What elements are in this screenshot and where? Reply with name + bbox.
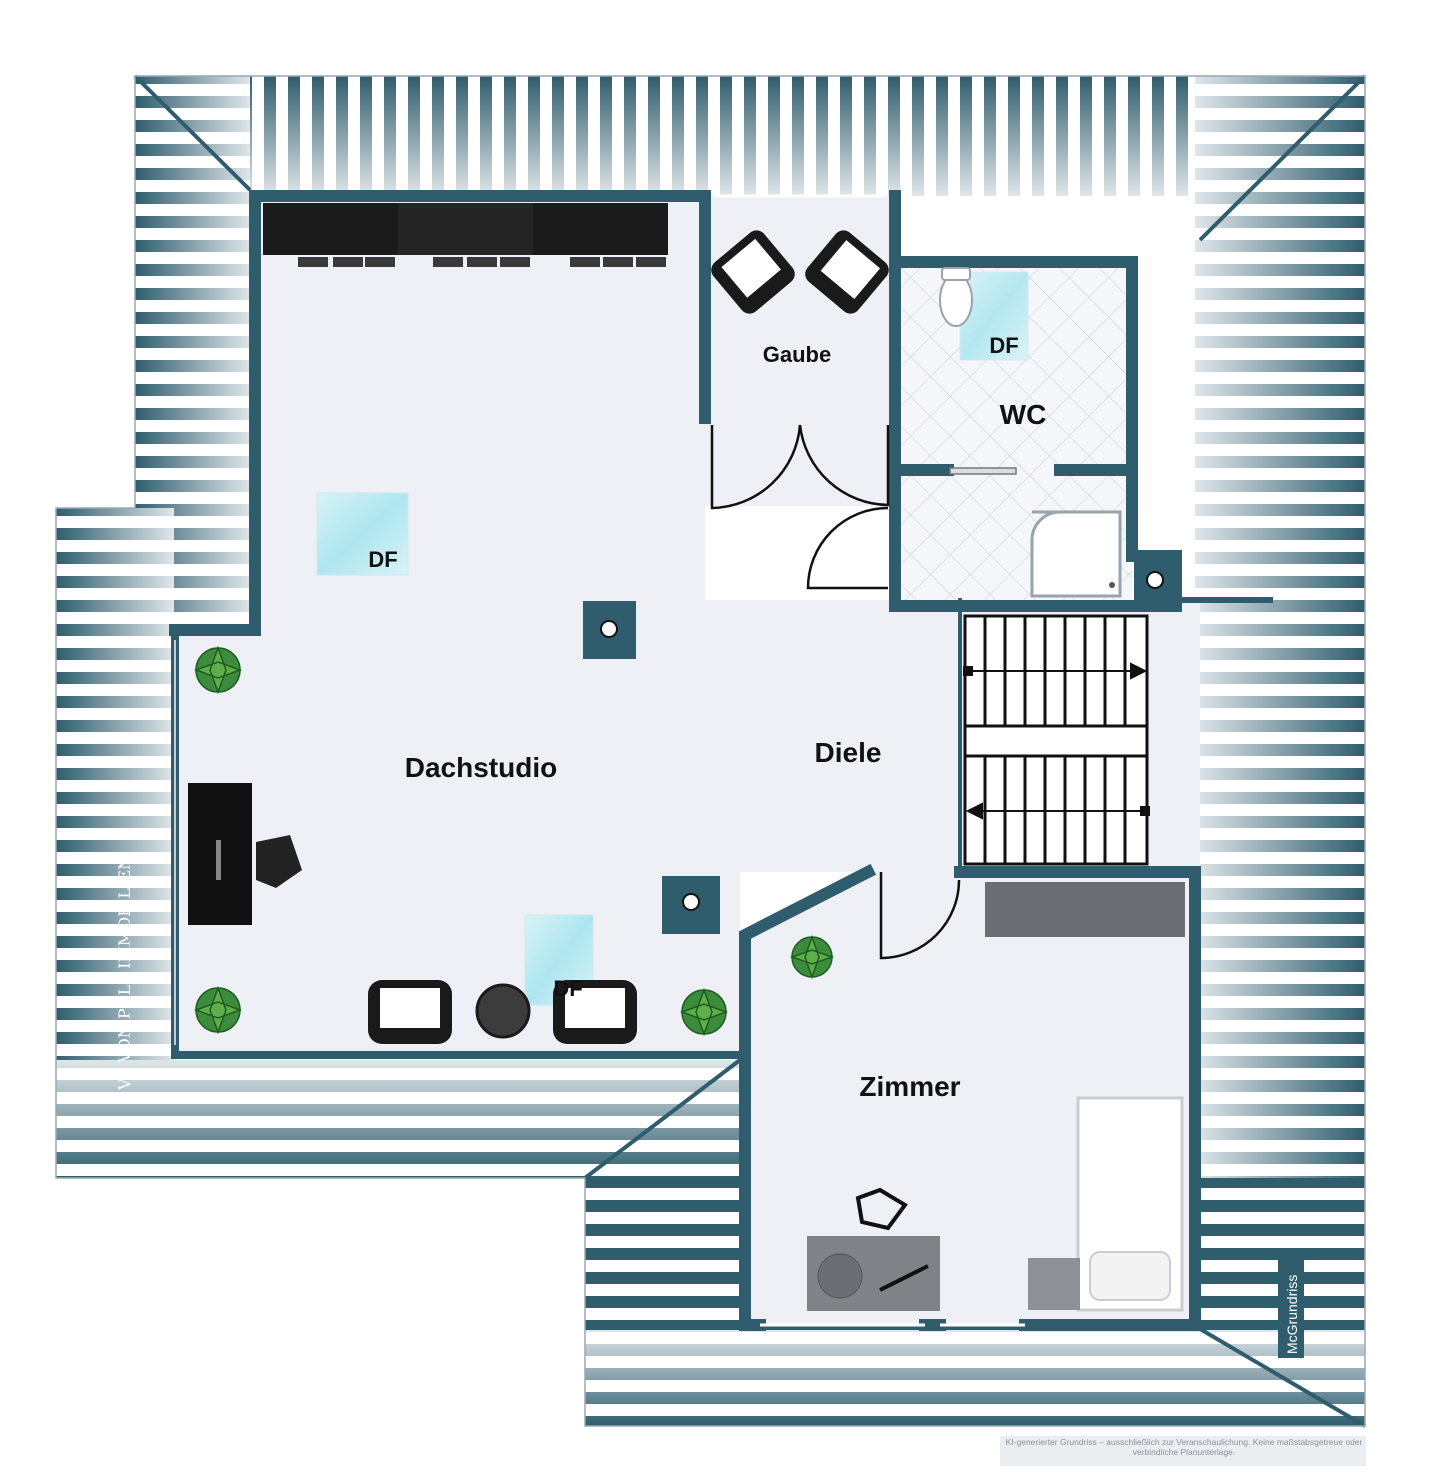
wall-zimmer-right	[954, 866, 1201, 1331]
nightstand-icon	[1028, 1258, 1080, 1310]
wardrobe-1	[263, 203, 398, 255]
dachstudio-furniture	[188, 203, 835, 1044]
label-dachstudio: Dachstudio	[405, 752, 557, 783]
doors	[710, 424, 1017, 960]
watermark-logo: VP VON POLL IMMOBILIEN	[115, 856, 134, 1091]
columns	[583, 556, 1176, 934]
pillow-icon	[1089, 1251, 1171, 1301]
plant-icon	[679, 987, 729, 1037]
roof-area	[55, 74, 1367, 1428]
label-diele: Diele	[815, 737, 882, 768]
armchair-icon	[711, 230, 795, 314]
door-shower	[806, 506, 889, 590]
shower-tray-icon	[1030, 510, 1122, 598]
label-gaube: Gaube	[763, 342, 831, 367]
disclaimer-text: KI-generierter Grundriss – ausschließlic…	[1005, 1437, 1363, 1457]
walls	[169, 190, 1273, 1331]
skylight-dachstudio	[316, 492, 409, 576]
door-gaube-right	[798, 424, 890, 507]
wall-wc-top-right	[889, 256, 1138, 476]
door-wc-sliding	[949, 467, 1017, 475]
sideboard-icon	[985, 882, 1185, 937]
staircase	[963, 614, 1150, 866]
floor-dachstudio-diele	[175, 196, 960, 1055]
disclaimer: KI-generierter Grundriss – ausschließlic…	[1000, 1436, 1366, 1466]
credit: McGrundriss	[1278, 1256, 1304, 1358]
plant-icon	[193, 645, 243, 695]
zimmer-furniture	[807, 882, 1185, 1312]
side-table-icon	[475, 983, 531, 1039]
label-skylight: DF	[553, 976, 582, 1001]
label-skylight: DF	[989, 333, 1018, 358]
gaube-furniture	[711, 230, 889, 314]
label-zimmer: Zimmer	[859, 1071, 960, 1102]
stair-arrows	[963, 662, 1150, 820]
door-zimmer	[879, 872, 961, 960]
office-chair-icon	[256, 835, 302, 888]
wall-dachstudio-left	[169, 190, 261, 636]
wall-zimmer-left	[739, 863, 877, 1061]
skylight-wc	[959, 271, 1029, 361]
wardrobe-3	[533, 203, 668, 255]
logo-text: VP VON POLL IMMOBILIEN	[115, 856, 134, 1091]
toilet-icon	[939, 273, 973, 327]
armchair-icon	[368, 980, 452, 1044]
door-gaube-left	[710, 424, 802, 510]
wc-fixtures	[939, 267, 1122, 598]
label-wc: WC	[1000, 399, 1047, 430]
credit-text: McGrundriss	[1284, 1275, 1300, 1354]
office-chair-icon	[855, 1187, 908, 1231]
room-labels: Dachstudio Diele Gaube WC Zimmer DF DF D…	[368, 333, 1046, 1102]
wall-wc-left	[889, 256, 954, 476]
wall-zimmer-bottom-left	[739, 1049, 766, 1331]
wardrobe-2	[398, 203, 533, 255]
armchair-icon	[805, 230, 889, 314]
plant-icon	[193, 985, 243, 1035]
plant-icon	[789, 934, 835, 980]
windows	[174, 194, 1025, 1327]
armchair-icon	[553, 980, 637, 1044]
label-skylight: DF	[368, 547, 397, 572]
